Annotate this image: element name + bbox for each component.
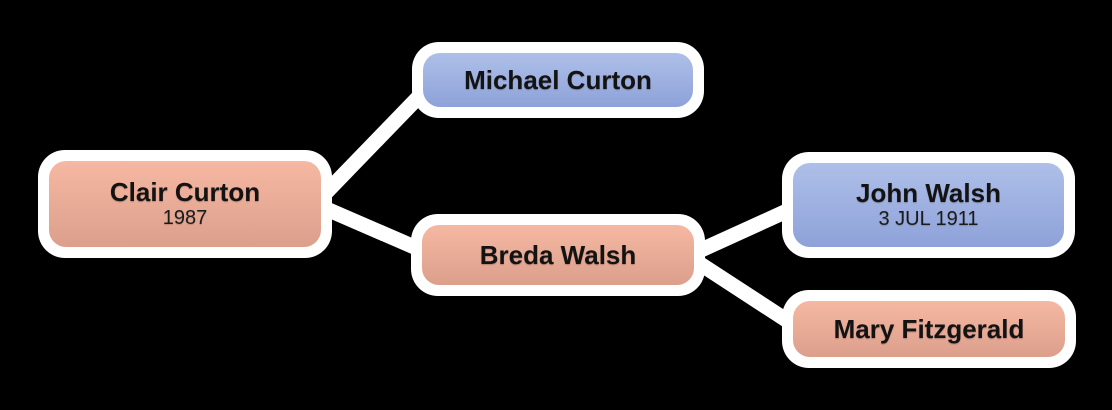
person-card: Clair Curton 1987 [49,161,321,247]
person-card: Mary Fitzgerald [793,301,1065,357]
person-name: John Walsh [856,177,1001,208]
person-node-clair-curton[interactable]: Clair Curton 1987 [38,150,332,258]
person-date: 3 JUL 1911 [878,208,979,231]
person-name: Michael Curton [464,64,652,95]
person-node-michael-curton[interactable]: Michael Curton [412,42,704,118]
person-name: Breda Walsh [479,239,637,270]
person-node-john-walsh[interactable]: John Walsh 3 JUL 1911 [782,152,1075,258]
person-card: John Walsh 3 JUL 1911 [793,163,1064,247]
connector-breda-john [680,197,808,264]
person-node-breda-walsh[interactable]: Breda Walsh [411,214,705,296]
connector-breda-mary [680,248,808,337]
person-name: Clair Curton [109,176,261,207]
person-card: Michael Curton [423,53,693,107]
person-card: Breda Walsh [422,225,694,285]
person-node-mary-fitzgerald[interactable]: Mary Fitzgerald [782,290,1076,368]
person-name: Mary Fitzgerald [833,313,1025,344]
person-date: 1987 [162,207,208,230]
